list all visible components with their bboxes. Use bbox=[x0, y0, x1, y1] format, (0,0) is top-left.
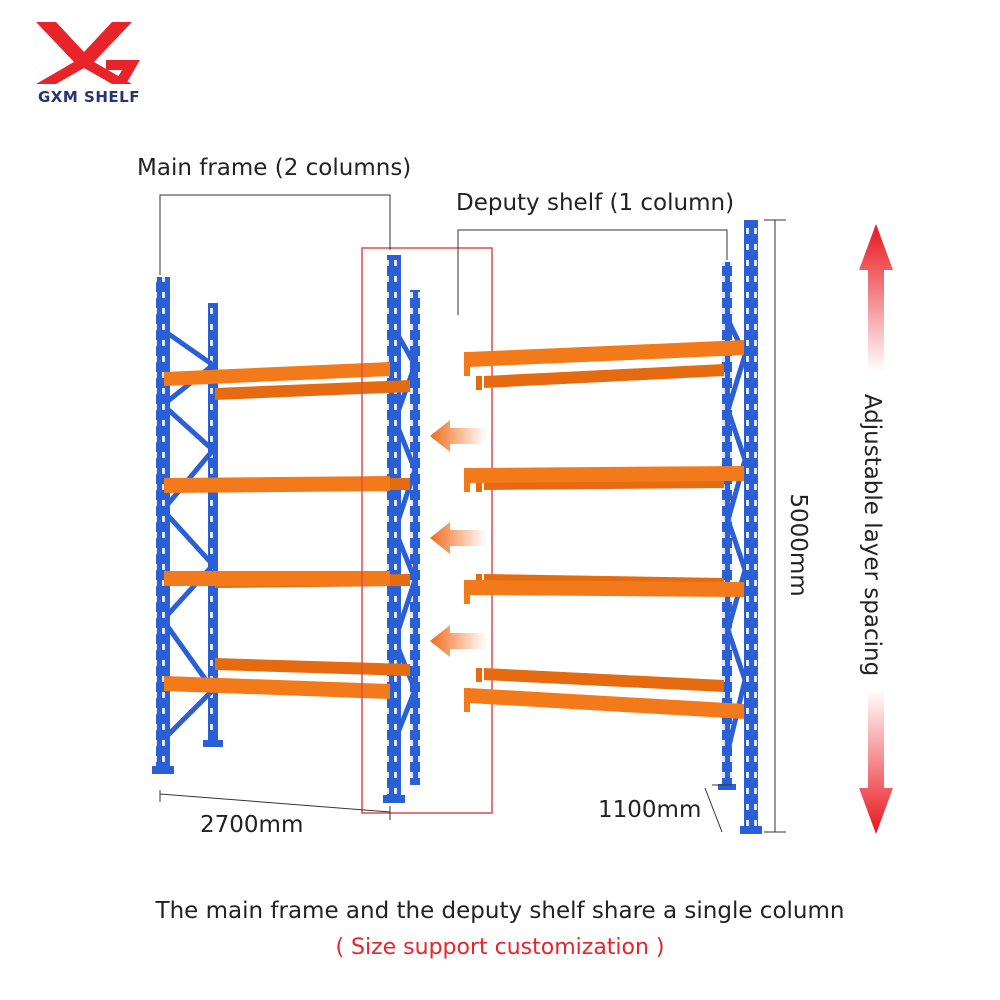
up-arrow-icon bbox=[859, 224, 893, 372]
beam-back bbox=[215, 380, 410, 400]
main-frame-bracket bbox=[159, 194, 391, 275]
bracing-deputy bbox=[725, 318, 748, 751]
depth-dimension bbox=[704, 784, 732, 833]
width-label: 2700mm bbox=[200, 812, 304, 838]
height-dimension bbox=[764, 219, 786, 833]
left-arrow-icon bbox=[430, 625, 486, 657]
height-label: 5000mm bbox=[785, 493, 811, 597]
brand-name: GXM SHELF bbox=[38, 88, 140, 106]
logo-icon bbox=[36, 22, 140, 84]
beam-front bbox=[164, 362, 390, 386]
left-arrow-icon bbox=[430, 522, 486, 554]
adjustable-spacing-label: Adjustable layer spacing bbox=[859, 393, 885, 677]
deputy-shelf-label: Deputy shelf (1 column) bbox=[456, 190, 735, 216]
main-frame bbox=[152, 255, 420, 803]
down-arrow-icon bbox=[859, 690, 893, 834]
width-dimension bbox=[159, 790, 391, 820]
subcaption: ( Size support customization ) bbox=[335, 935, 665, 960]
deputy-shelf-bracket bbox=[457, 229, 728, 315]
deputy-shelf bbox=[464, 220, 762, 834]
main-frame-label: Main frame (2 columns) bbox=[137, 155, 412, 181]
shared-column-highlight bbox=[361, 247, 493, 814]
left-arrow-icon bbox=[430, 420, 486, 452]
caption: The main frame and the deputy shelf shar… bbox=[155, 898, 845, 924]
depth-label: 1100mm bbox=[598, 797, 702, 823]
